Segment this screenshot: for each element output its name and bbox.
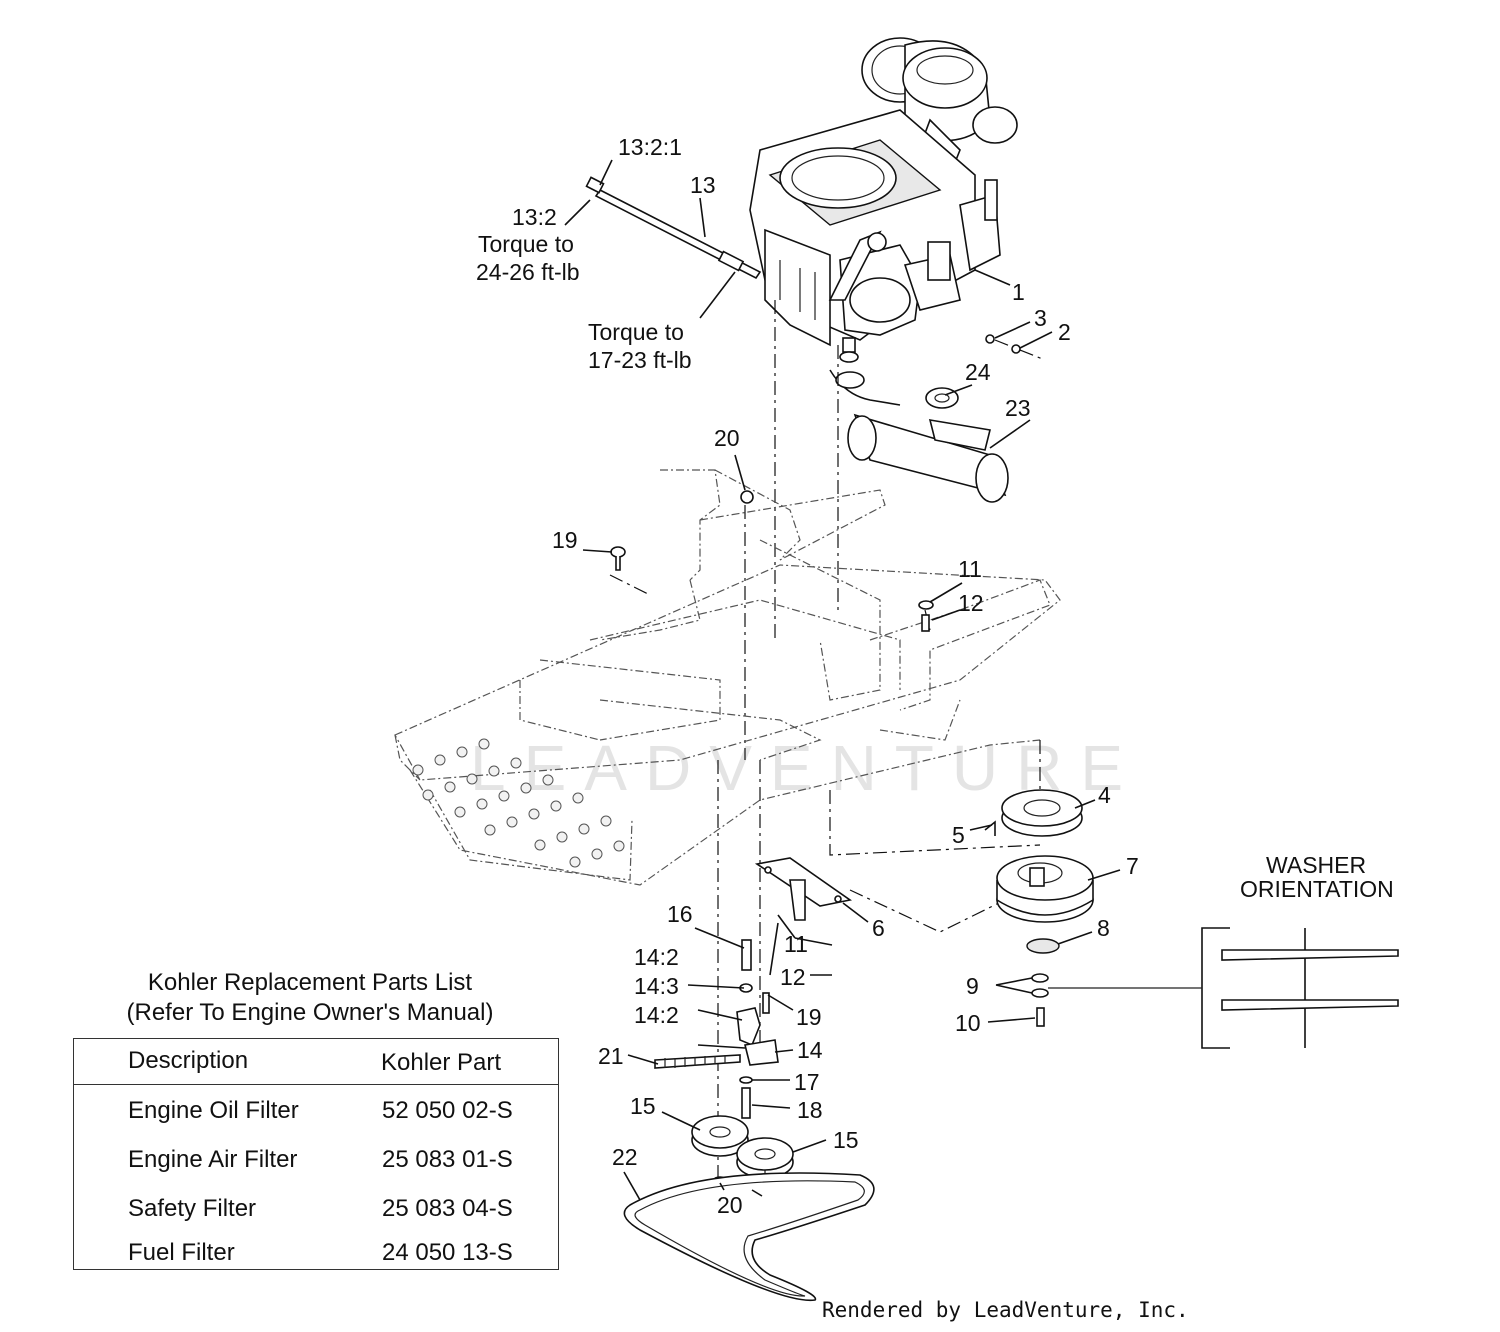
parts-list-title-line2: (Refer To Engine Owner's Manual) (126, 999, 494, 1026)
callout-24: 24 (965, 359, 991, 385)
row-1-part: 52 050 02-S (382, 1097, 513, 1124)
callout-11-top: 11 (958, 556, 982, 582)
parts-table-header: Description Kohler Part (74, 1039, 558, 1085)
callout-12-bottom: 12 (780, 964, 806, 990)
callout-8: 8 (1097, 915, 1110, 941)
torque-note-2-line1: Torque to (588, 319, 684, 345)
callout-16: 16 (667, 901, 693, 927)
callout-12-top: 12 (958, 590, 984, 616)
callout-19-bottom: 19 (796, 1004, 822, 1030)
callout-13-2: 13:2 (512, 204, 557, 230)
pto-clutch (829, 740, 1094, 1027)
callout-15-right: 15 (833, 1127, 859, 1153)
row-4-part: 24 050 13-S (382, 1239, 513, 1266)
frame-perforations (412, 738, 625, 868)
callout-13-2-1: 13:2:1 (618, 134, 682, 160)
callout-19-top: 19 (552, 527, 578, 553)
upper-fasteners (610, 334, 1021, 632)
muffler-23 (829, 369, 1009, 503)
callout-20-bottom: 20 (717, 1192, 743, 1218)
row-1-description: Engine Oil Filter (128, 1097, 299, 1124)
callout-6: 6 (872, 915, 885, 941)
callout-9: 9 (966, 973, 979, 999)
callout-14-2-lower: 14:2 (634, 1002, 679, 1028)
callout-7: 7 (1126, 853, 1139, 879)
parts-list-title-line1: Kohler Replacement Parts List (147, 969, 473, 996)
callout-20-top: 20 (714, 425, 740, 451)
annotation-notes: Torque to 24-26 ft-lb Torque to 17-23 ft… (476, 231, 1394, 902)
callout-10: 10 (955, 1010, 981, 1036)
mower-frame (394, 469, 1061, 886)
callout-14-3: 14:3 (634, 973, 679, 999)
washer-orientation-diagram (1048, 927, 1399, 1049)
parts-list-title: Kohler Replacement Parts List (Refer To … (60, 968, 560, 1028)
washer-heading-line2: ORIENTATION (1240, 876, 1394, 902)
callout-1: 1 (1012, 279, 1025, 305)
callout-labels: 13:2:1 13 13:2 1 3 2 24 23 20 19 11 12 4… (512, 134, 1139, 1218)
kohler-parts-table: Description Kohler Part Engine Oil Filte… (73, 1038, 559, 1270)
washer-heading-line1: WASHER (1266, 852, 1366, 878)
leader-lines (564, 159, 1121, 1201)
row-3-description: Safety Filter (128, 1195, 257, 1222)
torque-note-1-line2: 24-26 ft-lb (476, 259, 580, 285)
torque-note-1-line1: Torque to (478, 231, 574, 257)
callout-11-bottom: 11 (784, 931, 808, 957)
row-2-description: Engine Air Filter (128, 1146, 298, 1173)
callout-23: 23 (1005, 395, 1031, 421)
torque-note-2-line2: 17-23 ft-lb (588, 347, 692, 373)
callout-22: 22 (612, 1144, 638, 1170)
rod-13 (585, 176, 762, 280)
column-header-kohler-part: Kohler Part (381, 1049, 502, 1076)
callout-3: 3 (1034, 305, 1047, 331)
row-4-description: Fuel Filter (128, 1239, 235, 1266)
callout-17: 17 (794, 1069, 820, 1095)
bracket-6 (754, 857, 1006, 933)
callout-14: 14 (797, 1037, 823, 1063)
row-3-part: 25 083 04-S (382, 1195, 513, 1222)
callout-13: 13 (690, 172, 716, 198)
callout-14-2-upper: 14:2 (634, 944, 679, 970)
callout-4: 4 (1098, 782, 1111, 808)
row-2-part: 25 083 01-S (382, 1146, 513, 1173)
callout-18: 18 (797, 1097, 823, 1123)
column-header-description: Description (128, 1047, 249, 1074)
engine-assembly (749, 37, 1018, 363)
callout-15-left: 15 (630, 1093, 656, 1119)
footer-credit: Rendered by LeadVenture, Inc. (822, 1298, 1189, 1322)
callout-5: 5 (952, 822, 965, 848)
belt-22 (623, 1172, 875, 1302)
callout-2: 2 (1058, 319, 1071, 345)
callout-21: 21 (598, 1043, 624, 1069)
